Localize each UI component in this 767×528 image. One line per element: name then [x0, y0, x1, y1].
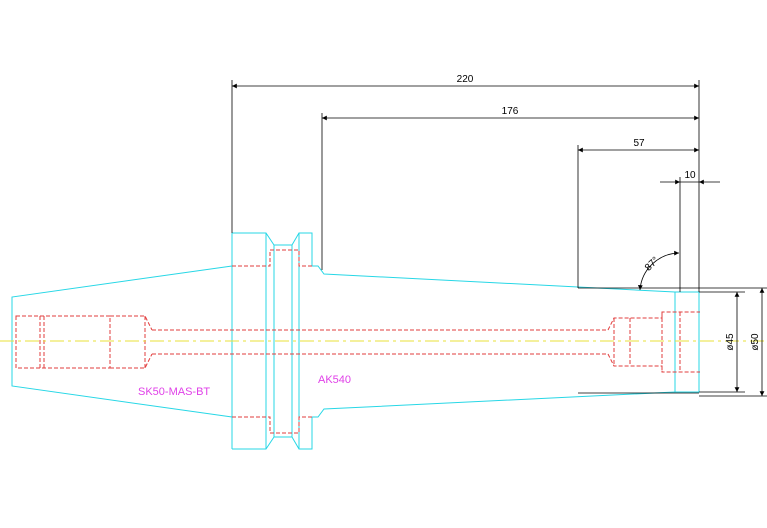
- dim-nose-diameter-outer: ø50: [750, 333, 761, 351]
- hidden-lines: [15, 249, 700, 434]
- label-holder-type: SK50-MAS-BT: [138, 386, 210, 398]
- dim-taper-angle: 87°: [643, 255, 661, 273]
- label-adapter-type: AK540: [318, 374, 351, 386]
- dim-overall-length: 220: [457, 74, 474, 85]
- dim-nose-diameter-inner: ø45: [725, 333, 736, 351]
- holder-outline: [11, 232, 700, 450]
- dim-nose-length: 10: [684, 170, 696, 181]
- dimension-lines: [231, 80, 767, 397]
- dim-body-length: 176: [502, 106, 519, 117]
- dim-cone-length: 57: [633, 138, 645, 149]
